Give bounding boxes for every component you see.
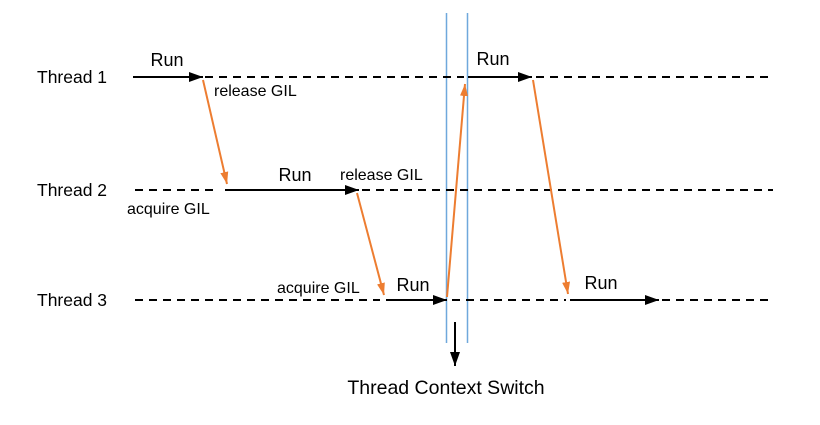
thread-1-label: Thread 1 bbox=[37, 67, 107, 87]
gil-transfer-t3-to-t1-arrow bbox=[446, 83, 468, 298]
thread-2-run-label: Run bbox=[278, 165, 311, 185]
gil-transfer-t1-to-t2-arrow bbox=[202, 79, 229, 185]
thread-1-run-label-2: Run bbox=[476, 49, 509, 69]
thread-3-run-label-2: Run bbox=[584, 273, 617, 293]
thread-2-label: Thread 2 bbox=[37, 180, 107, 200]
thread-3-acquire-gil-label: acquire GIL bbox=[277, 280, 360, 297]
thread-3-label: Thread 3 bbox=[37, 290, 107, 310]
thread-2-acquire-gil-label: acquire GIL bbox=[127, 201, 210, 218]
gil-transfer-t2-to-t3-arrow bbox=[356, 192, 385, 296]
thread-1-release-gil-label: release GIL bbox=[214, 83, 297, 100]
thread-2-release-gil-label: release GIL bbox=[340, 167, 423, 184]
gil-transfer-t1-to-t3-arrow bbox=[532, 79, 571, 295]
thread-3-run-label-1: Run bbox=[396, 275, 429, 295]
context-switch-marker-lines bbox=[445, 13, 469, 343]
thread-1-run-label-1: Run bbox=[150, 50, 183, 70]
gil-transfer-arrows bbox=[202, 79, 571, 298]
diagram-caption: Thread Context Switch bbox=[347, 377, 544, 399]
